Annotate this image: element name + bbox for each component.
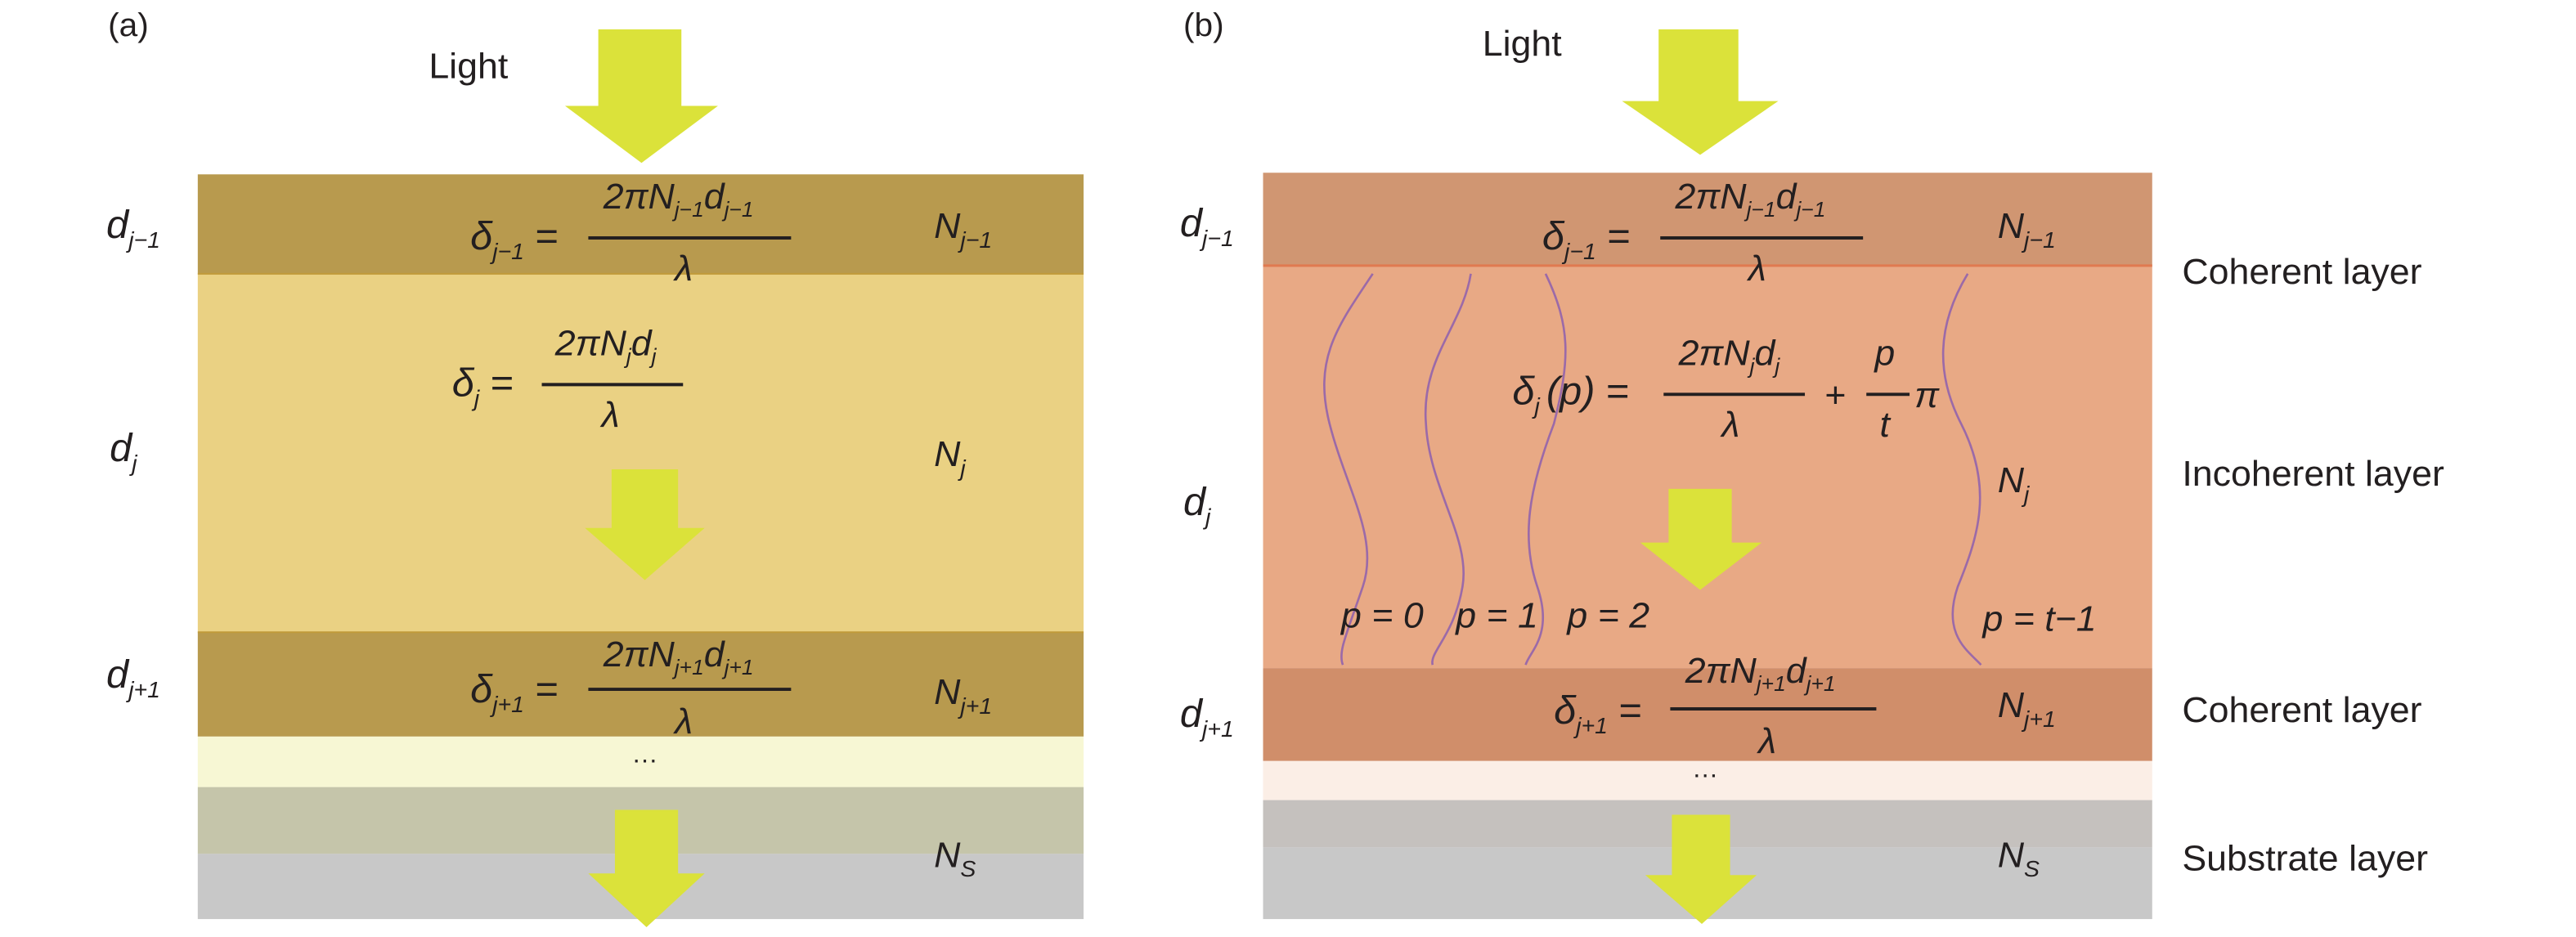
svg-text:2πNjdj: 2πNjdj: [554, 324, 657, 369]
panel-a-substrate-index-label: NS: [934, 836, 976, 882]
svg-text:λ: λ: [1746, 249, 1766, 289]
svg-text:p: p: [1873, 334, 1895, 374]
svg-text:δj−1 =: δj−1 =: [1542, 214, 1631, 263]
panel-a-thickness-label: dj−1: [106, 203, 160, 252]
svg-text:2πNj−1dj−1: 2πNj−1dj−1: [1675, 177, 1826, 222]
panel-b-thickness-label: dj: [1183, 480, 1211, 529]
panel-b-type-label-substrate: Substrate layer: [2182, 839, 2428, 879]
svg-text:δj+1 =: δj+1 =: [470, 667, 559, 716]
panel-b-incoherent-paths: [1323, 273, 1982, 666]
panel-b-layer-j: [1263, 265, 2152, 669]
svg-text:λ: λ: [1719, 406, 1739, 446]
panel-a-index-label: Nj+1: [934, 672, 992, 719]
panel-b-layer-j-plus-1: [1263, 668, 2152, 761]
svg-text:2πNj+1dj+1: 2πNj+1dj+1: [603, 635, 754, 680]
panel-b-index-label: Nj: [1998, 460, 2030, 507]
svg-text:λ: λ: [1756, 721, 1776, 761]
panel-b-ellipsis-layer: [1263, 760, 2152, 800]
panel-a-index-label: Nj−1: [934, 206, 992, 253]
panel-b-type-label-coherent-top: Coherent layer: [2182, 252, 2421, 292]
path-label-p0: p = 0: [1340, 596, 1424, 636]
panel-b-formula-j-minus-1: δj−1 = 2πNj−1dj−1 λ: [1542, 177, 1864, 289]
panel-b-tag: (b): [1183, 7, 1224, 43]
svg-text:λ: λ: [672, 249, 693, 289]
path-label-pt: p = t−1: [1981, 599, 2096, 639]
panel-b-incident-light-arrow: [1622, 29, 1779, 155]
panel-a-incident-light-arrow: [564, 29, 718, 164]
svg-text:2πNjdj: 2πNjdj: [1678, 334, 1781, 379]
panel-b-type-label-incoherent: Incoherent layer: [2182, 454, 2444, 494]
panel-b-layer-j-minus-1: [1263, 173, 2152, 266]
panel-b-thickness-label: dj−1: [1180, 201, 1234, 250]
panel-a-formula-j-minus-1: δj−1 = 2πNj−1dj−1 λ: [470, 177, 792, 289]
panel-b-substrate-index-label: NS: [1998, 836, 2040, 882]
svg-text:2πNj−1dj−1: 2πNj−1dj−1: [603, 177, 754, 222]
panel-b-transmitted-light-arrow: [1645, 814, 1757, 925]
panel-b-index-label: Nj+1: [1998, 685, 2056, 732]
svg-text:π: π: [1914, 376, 1940, 416]
panel-a-index-label: Nj: [934, 434, 966, 481]
panel-a-thickness-label: dj+1: [106, 652, 160, 702]
panel-a-thickness-label: dj: [110, 426, 137, 475]
panel-a-ellipsis-layer: [197, 736, 1084, 787]
panel-b-type-label-coherent-bottom: Coherent layer: [2182, 690, 2421, 730]
path-label-p1: p = 1: [1454, 596, 1538, 636]
wave-path-pt: [1941, 273, 1982, 666]
panel-a-layer-j-minus-1: [197, 174, 1084, 274]
svg-text:t: t: [1879, 406, 1891, 446]
panel-a-tag: (a): [108, 7, 149, 43]
panel-a-layer-j-plus-1: [197, 632, 1084, 737]
svg-text:+: +: [1824, 376, 1846, 416]
wave-path-p2: [1524, 273, 1567, 666]
svg-text:δj+1 =: δj+1 =: [1554, 688, 1642, 737]
panel-b-formula-j: δj(p) = 2πNjdj λ + p t π: [1512, 334, 1940, 445]
svg-text:δj(p) =: δj(p) =: [1512, 370, 1629, 419]
panel-a-formula-j: δj = 2πNjdj λ: [452, 324, 684, 436]
panel-b-index-label: Nj−1: [1998, 206, 2056, 253]
panel-a: (a) Light dj−1 dj dj+1 Nj−1 Nj Nj+1 NS δ…: [106, 7, 1084, 928]
panel-b-inner-light-arrow: [1640, 488, 1762, 590]
wave-path-p1: [1424, 273, 1472, 666]
wave-path-p0: [1323, 273, 1374, 666]
panel-a-light-label: Light: [429, 47, 508, 87]
panel-b: (b) Light dj−1 dj dj+1 Nj−1 Nj Nj+1 NS C…: [1180, 7, 2444, 925]
svg-text:δj−1 =: δj−1 =: [470, 214, 559, 263]
svg-text:λ: λ: [672, 702, 693, 742]
svg-text:2πNj+1dj+1: 2πNj+1dj+1: [1685, 651, 1836, 696]
svg-text:δj =: δj =: [452, 361, 514, 410]
svg-text:λ: λ: [599, 396, 620, 436]
panel-b-formula-j-plus-1: δj+1 = 2πNj+1dj+1 λ: [1554, 651, 1877, 761]
panel-a-inner-light-arrow: [585, 468, 705, 581]
panel-b-light-label: Light: [1483, 24, 1562, 64]
panel-a-formula-j-plus-1: δj+1 = 2πNj+1dj+1 λ: [470, 635, 792, 742]
panel-b-thickness-label: dj+1: [1180, 692, 1234, 741]
panel-a-transmitted-light-arrow: [588, 809, 705, 928]
panel-a-ellipsis: …: [631, 739, 657, 769]
path-label-p2: p = 2: [1565, 596, 1649, 636]
panel-b-ellipsis: …: [1692, 754, 1718, 783]
